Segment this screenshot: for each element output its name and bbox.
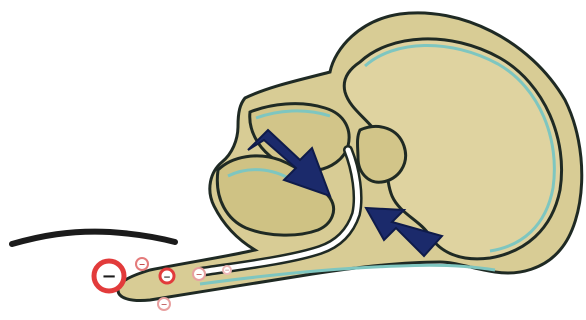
charge-symbol: −	[101, 266, 116, 287]
charge-marker-large: −	[94, 261, 124, 291]
charge-symbol: −	[224, 267, 229, 274]
charge-marker-small: −	[136, 258, 148, 270]
charge-marker-small: −	[160, 269, 174, 283]
charge-symbol: −	[163, 273, 171, 283]
charge-marker-small: −	[158, 298, 170, 310]
charge-symbol: −	[196, 270, 203, 279]
head-cross-section	[118, 13, 582, 301]
charge-marker-small: −	[223, 266, 231, 274]
charge-symbol: −	[139, 260, 146, 269]
tube-line	[12, 232, 175, 244]
soft-palate	[358, 127, 406, 183]
charge-symbol: −	[161, 300, 168, 309]
charge-marker-small: −	[193, 268, 205, 280]
